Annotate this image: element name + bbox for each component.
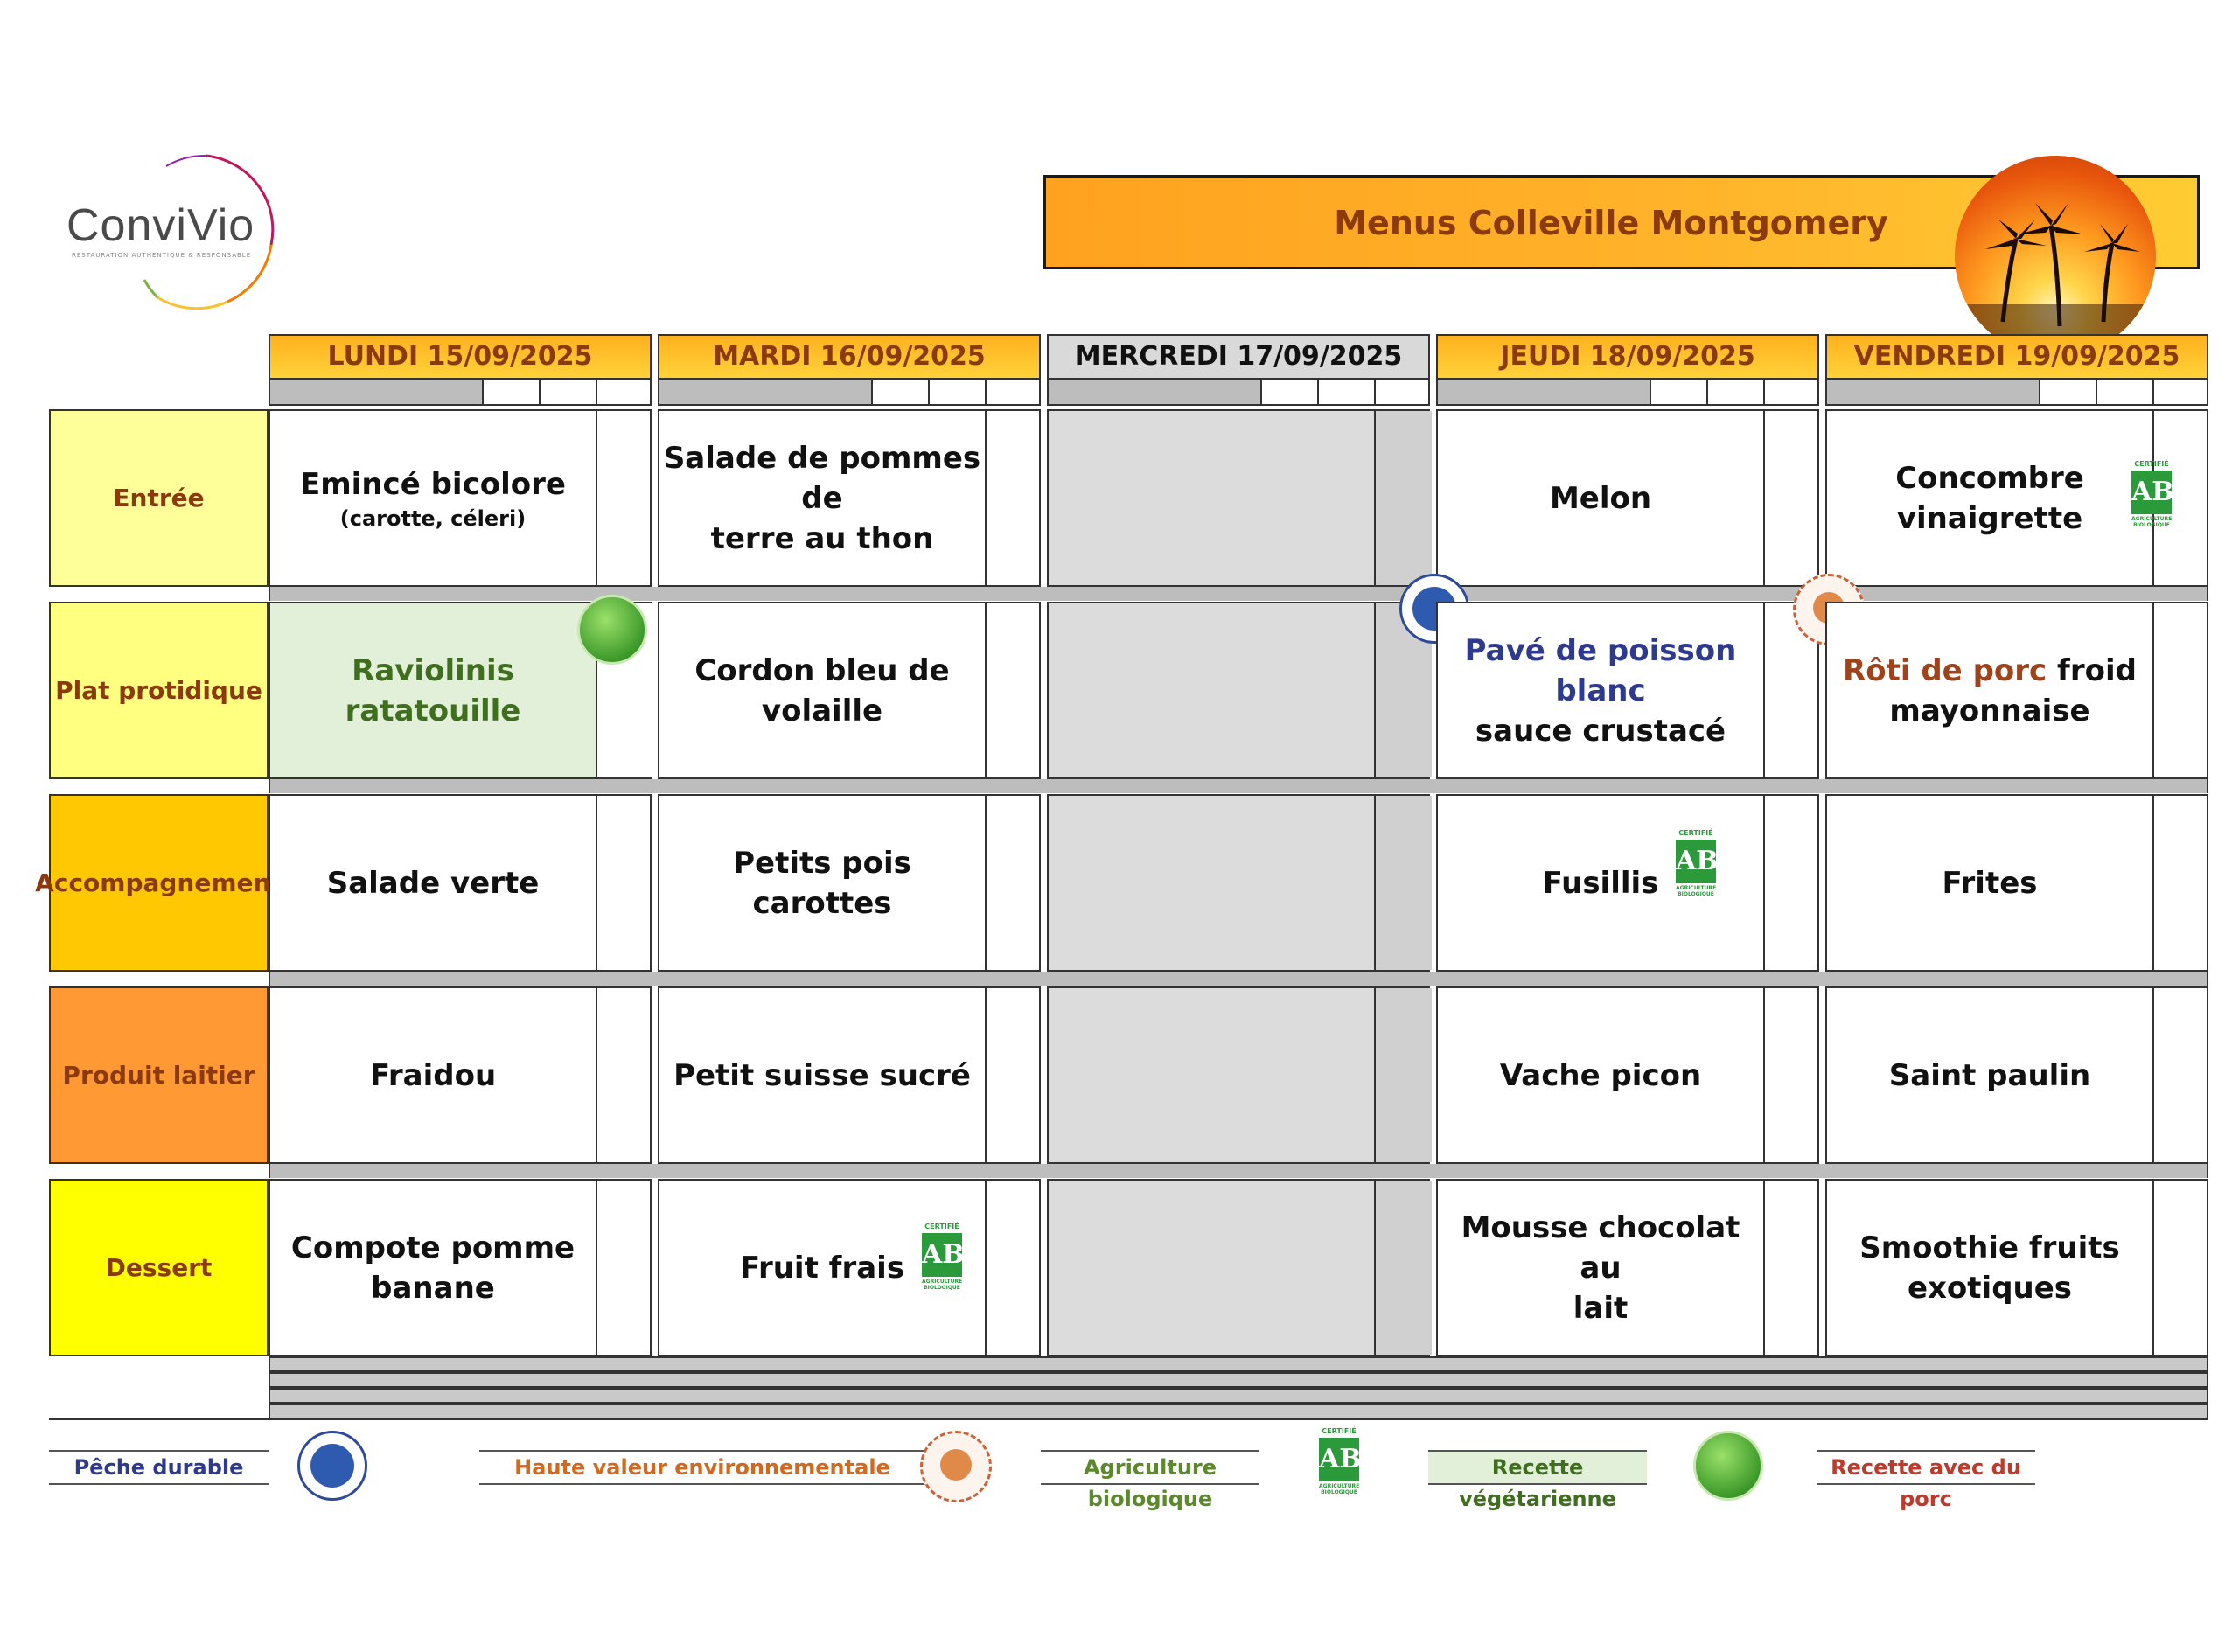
dish-name: Petit suisse sucré: [673, 1057, 971, 1093]
dish-name: Salade verte: [326, 865, 540, 901]
header-subrow: [1825, 380, 2208, 406]
vegetarian-leaf-icon: [1693, 1431, 1763, 1501]
menu-cell-mercredi-entree: [1047, 409, 1432, 587]
logo-text: ConviVio: [66, 200, 255, 251]
menu-cell-jeudi-laitier: Vache picon: [1436, 986, 1819, 1164]
dish-name-line2: banane: [371, 1270, 495, 1306]
legend-hve: Haute valeur environnementale: [479, 1450, 925, 1485]
menu-cell-mardi-plat: Cordon bleu de volaille: [658, 602, 1041, 779]
dish-name: Saint paulin: [1888, 1057, 2091, 1093]
menu-cell-jeudi-dessert: Mousse chocolat au lait: [1436, 1179, 1819, 1356]
menu-cell-vendredi-plat: Rôti de porc froid mayonnaise: [1825, 602, 2208, 779]
dish-name: Fusillis: [1542, 865, 1659, 901]
menu-cell-mardi-laitier: Petit suisse sucré: [658, 986, 1041, 1164]
day-header-jeudi: JEUDI 18/09/2025: [1436, 334, 1819, 380]
legend-agriculture-bio: Agriculture biologique: [1041, 1450, 1259, 1511]
category-plat: Plat protidique: [49, 602, 269, 779]
dish-name-line2: mayonnaise: [1889, 693, 2090, 728]
dish-name-line1: Rôti de porc froid: [1843, 652, 2137, 688]
palm-sunset-icon: [1955, 156, 2156, 357]
dish-name-line2: exotiques: [1907, 1270, 2073, 1306]
dish-name: Petits pois carottes: [733, 845, 911, 921]
dish-name: Melon: [1549, 480, 1652, 516]
legend-porc: Recette avec du porc: [1817, 1450, 2035, 1511]
hve-icon: [920, 1431, 992, 1502]
header-subrow: [658, 380, 1041, 406]
day-header-mardi: MARDI 16/09/2025: [658, 334, 1041, 380]
dish-name: Fraidou: [369, 1057, 497, 1093]
header-subrow: [1047, 380, 1430, 406]
row-separator: [269, 587, 2208, 601]
row-separator: [269, 972, 2208, 986]
header-subrow: [1436, 380, 1819, 406]
bottom-band: [269, 1388, 2208, 1404]
dish-name-line2: lait: [1573, 1290, 1629, 1326]
legend-vegetarienne: Recette végétarienne: [1428, 1450, 1647, 1511]
dish-name: Fruit frais: [739, 1250, 905, 1286]
convivio-logo: ConviVio RESTAURATION AUTHENTIQUE & RESP…: [52, 149, 306, 315]
bottom-band: [269, 1404, 2208, 1419]
row-separator: [269, 779, 2208, 793]
menu-cell-vendredi-laitier: Saint paulin: [1825, 986, 2208, 1164]
header-subrow: [269, 380, 652, 406]
category-entree: Entrée: [49, 409, 269, 587]
bottom-band: [269, 1372, 2208, 1388]
day-header-lundi: LUNDI 15/09/2025: [269, 334, 652, 380]
menu-cell-jeudi-entree: Melon: [1436, 409, 1819, 587]
dish-name-line2: terre au thon: [710, 520, 934, 556]
row-separator: [269, 1164, 2208, 1178]
vegetarian-leaf-icon: [577, 595, 647, 665]
logo-ring-icon: [143, 154, 275, 310]
dish-name: Frites: [1942, 865, 2038, 901]
page-title: Menus Colleville Montgomery: [1334, 204, 1888, 242]
menu-cell-lundi-accompagnement: Salade verte: [269, 794, 652, 972]
dish-detail: (carotte, céleri): [339, 505, 527, 531]
menu-cell-lundi-entree: Emincé bicolore (carotte, céleri): [269, 409, 652, 587]
category-accompagnement: Accompagnement: [35, 794, 282, 972]
dish-name-line1: Cordon bleu de: [694, 652, 950, 688]
dish-name-line2: sauce crustacé: [1475, 713, 1726, 749]
dish-name-line2: volaille: [761, 693, 883, 728]
legend-peche-durable: Pêche durable: [49, 1450, 269, 1485]
dish-name: Emincé bicolore: [300, 466, 566, 502]
menu-cell-mardi-entree: Salade de pommes de terre au thon: [658, 409, 1041, 587]
dish-name-line1: Mousse chocolat au: [1461, 1209, 1740, 1286]
category-laitier: Produit laitier: [49, 986, 269, 1164]
menu-cell-mercredi-dessert: [1047, 1179, 1432, 1356]
dish-name-line1: Compote pomme: [290, 1230, 575, 1265]
menu-cell-mercredi-accompagnement: [1047, 794, 1432, 972]
bottom-line: [49, 1418, 2208, 1420]
dish-name: Concombre vinaigrette: [1895, 460, 2084, 536]
dish-name-line1: Salade de pommes de: [663, 440, 981, 516]
day-header-vendredi: VENDREDI 19/09/2025: [1825, 334, 2208, 380]
dish-name-line1: Pavé de poisson blanc: [1464, 632, 1737, 708]
menu-cell-mercredi-laitier: [1047, 986, 1432, 1164]
dish-name-line1: Smoothie fruits: [1859, 1230, 2120, 1265]
logo-subtitle: RESTAURATION AUTHENTIQUE & RESPONSABLE: [72, 252, 252, 259]
dish-name: Raviolinis ratatouille: [345, 652, 521, 728]
dish-name: Vache picon: [1499, 1057, 1702, 1093]
menu-cell-lundi-dessert: Compote pomme banane: [269, 1179, 652, 1356]
category-dessert: Dessert: [49, 1179, 269, 1356]
peche-durable-icon: [297, 1431, 367, 1501]
day-header-mercredi: MERCREDI 17/09/2025: [1047, 334, 1430, 380]
menu-cell-mardi-accompagnement: Petits pois carottes: [658, 794, 1041, 972]
menu-cell-vendredi-dessert: Smoothie fruits exotiques: [1825, 1179, 2208, 1356]
bottom-band: [269, 1356, 2208, 1372]
menu-cell-vendredi-accompagnement: Frites: [1825, 794, 2208, 972]
menu-cell-lundi-laitier: Fraidou: [269, 986, 652, 1164]
menu-cell-mercredi-plat: [1047, 602, 1432, 779]
menu-cell-jeudi-plat: Pavé de poisson blanc sauce crustacé: [1436, 602, 1819, 779]
